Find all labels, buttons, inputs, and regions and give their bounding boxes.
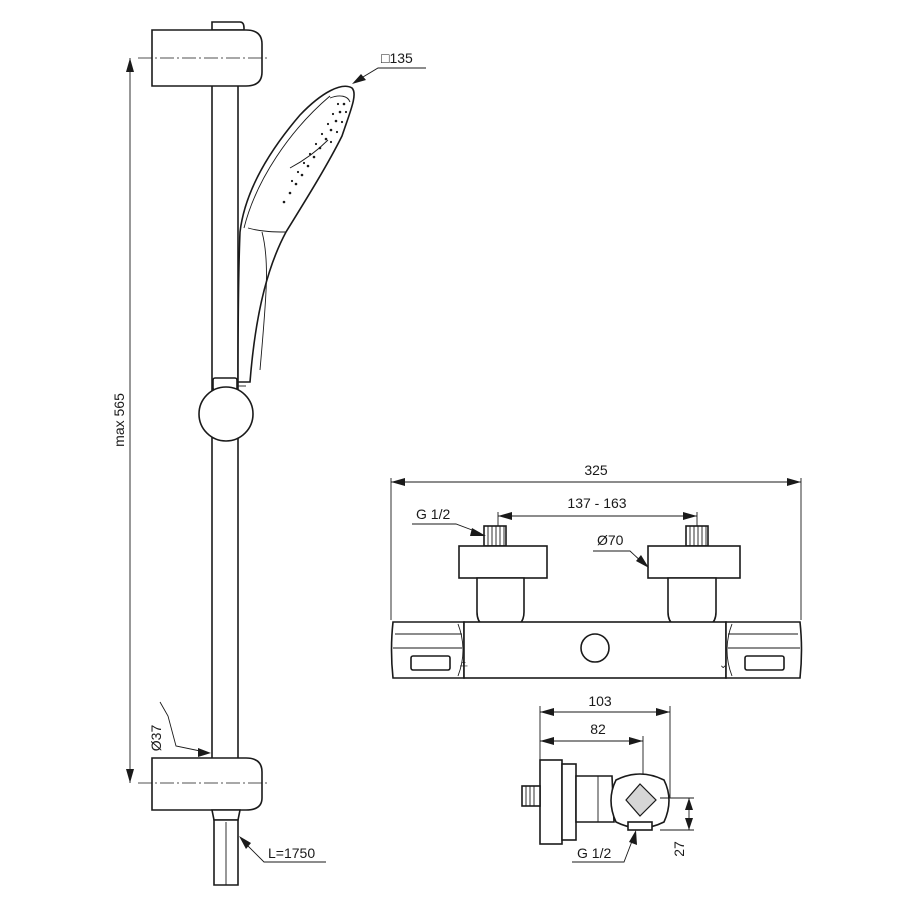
eccentric-diameter-label: Ø70 xyxy=(597,532,624,548)
thermostatic-mixer-front: 325 137 - 163 xyxy=(390,462,803,679)
top-wall-bracket xyxy=(138,21,268,87)
mixer-width-label: 325 xyxy=(584,462,608,478)
left-inlet-connection xyxy=(458,525,548,631)
right-inlet-connection xyxy=(647,525,741,631)
side-depth-total-label: 103 xyxy=(588,693,612,709)
rail-height-dimension: max 565 xyxy=(111,58,134,783)
side-depth-body-label: 82 xyxy=(590,721,606,737)
rail-diameter-label: Ø37 xyxy=(148,725,164,752)
inlet-centres-dimension: 137 - 163 xyxy=(497,495,698,528)
inlet-thread-label: G 1/2 xyxy=(416,506,450,522)
side-body xyxy=(521,759,670,845)
rail-slider xyxy=(198,377,254,442)
side-depth-body-dimension: 82 xyxy=(540,721,644,775)
hand-shower xyxy=(237,85,355,383)
spray-nozzles xyxy=(282,102,348,204)
side-outlet-thread-label: G 1/2 xyxy=(577,845,611,861)
outlet-opening xyxy=(580,633,610,663)
left-handle-window xyxy=(410,655,451,671)
bottom-wall-bracket xyxy=(138,757,268,821)
rail-height-label: max 565 xyxy=(111,393,127,447)
shower-hose xyxy=(213,819,239,886)
side-depth-total-dimension: 103 xyxy=(539,693,671,798)
hose-length-label: L=1750 xyxy=(268,845,315,861)
hose-length-leader: L=1750 xyxy=(239,836,326,863)
cold-marking: ⌄ xyxy=(719,660,727,671)
side-outlet-height-label: 27 xyxy=(671,841,687,857)
handshower-size-label: □135 xyxy=(381,50,413,66)
hot-marking: |+ xyxy=(459,660,468,667)
side-outlet-height-dimension: 27 xyxy=(660,797,694,857)
mixer-width-dimension: 325 xyxy=(390,462,802,620)
right-handle-window xyxy=(744,655,785,671)
handshower-size-leader: □135 xyxy=(352,50,426,84)
mixer-body: |+ ⌄ xyxy=(390,621,803,679)
shower-rail-set: max 565 Ø37 L=1750 □135 xyxy=(111,21,426,886)
eccentric-diameter-leader: Ø70 xyxy=(593,532,649,568)
inlet-thread-leader: G 1/2 xyxy=(412,506,486,536)
side-outlet-thread-leader: G 1/2 xyxy=(572,830,637,863)
inlet-centres-label: 137 - 163 xyxy=(567,495,626,511)
rail-diameter-leader: Ø37 xyxy=(148,701,211,757)
thermostatic-mixer-side: 103 82 xyxy=(521,693,694,863)
outlet-square xyxy=(625,783,657,817)
